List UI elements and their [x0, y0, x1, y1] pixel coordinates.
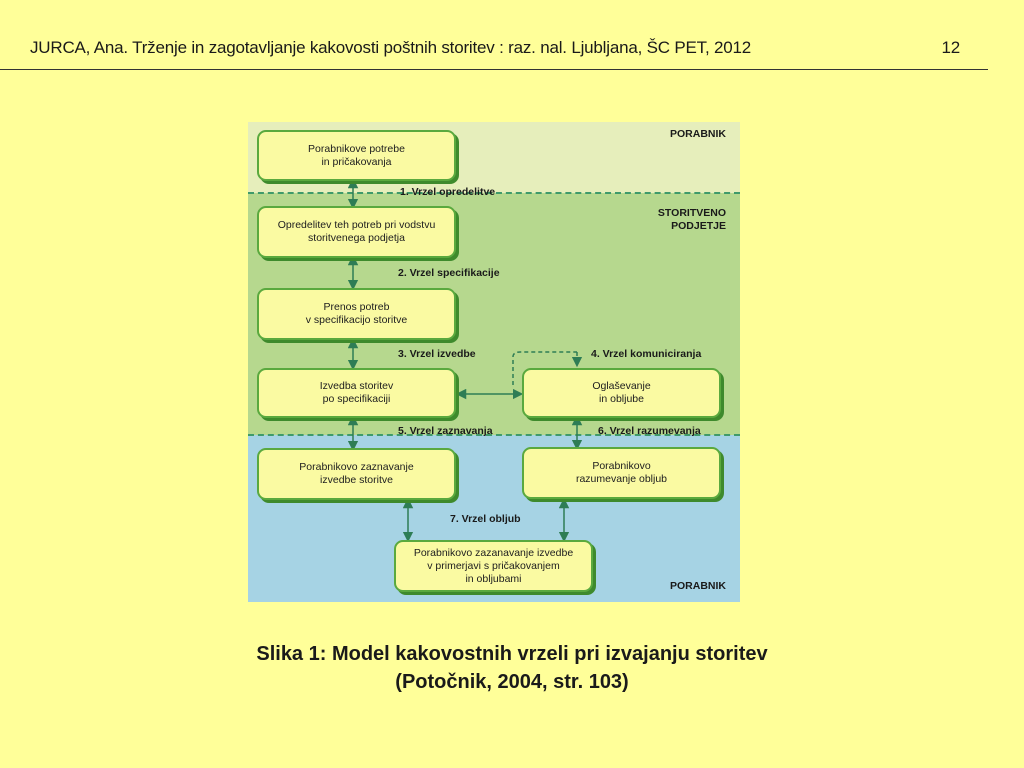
gap-label-1: 1. Vrzel opredelitve [400, 186, 496, 198]
figure-caption: Slika 1: Model kakovostnih vrzeli pri iz… [0, 640, 1024, 696]
zone-label-company: STORITVENO PODJETJE [657, 207, 726, 232]
gap-label-6: 6. Vrzel razumevanja [598, 425, 701, 437]
zone-divider-bottom [248, 434, 740, 436]
citation-text: JURCA, Ana. Trženje in zagotavljanje kak… [30, 38, 752, 57]
connector-arrows [347, 177, 583, 543]
zone-label-consumer-bottom: PORABNIK [669, 580, 726, 592]
caption-title: Slika 1: Model kakovostnih vrzeli pri iz… [256, 643, 768, 665]
page-number: 12 [941, 38, 960, 57]
gap-label-2: 2. Vrzel specifikacije [398, 267, 500, 279]
box-consumer-understanding: Porabnikovo razumevanje obljub [522, 447, 721, 499]
zone-divider-top [248, 192, 740, 194]
gap-label-7: 7. Vrzel obljub [450, 513, 521, 525]
caption-source: (Potočnik, 2004, str. 103) [395, 671, 629, 693]
zone-label-consumer-top: PORABNIK [669, 128, 726, 140]
box-perception-comparison: Porabnikovo zazanavanje izvedbe v primer… [394, 540, 593, 592]
gap-label-3: 3. Vrzel izvedbe [398, 348, 476, 360]
box-service-delivery: Izvedba storitev po specifikaciji [257, 368, 456, 418]
gap-label-5: 5. Vrzel zaznavanja [398, 425, 493, 437]
box-advertising-promises: Oglaševanje in obljube [522, 368, 721, 418]
box-consumer-perception: Porabnikovo zaznavanje izvedbe storitve [257, 448, 456, 500]
gap-model-figure: PORABNIK STORITVENO PODJETJE PORABNIK Po… [248, 122, 740, 602]
header-divider [0, 69, 988, 70]
page-header: JURCA, Ana. Trženje in zagotavljanje kak… [30, 38, 960, 58]
box-needs-definition: Opredelitev teh potreb pri vodstvu stori… [257, 206, 456, 258]
gap-label-4: 4. Vrzel komuniciranja [591, 348, 702, 360]
box-specification-transfer: Prenos potreb v specifikacijo storitve [257, 288, 456, 340]
box-consumer-needs: Porabnikove potrebe in pričakovanja [257, 130, 456, 181]
